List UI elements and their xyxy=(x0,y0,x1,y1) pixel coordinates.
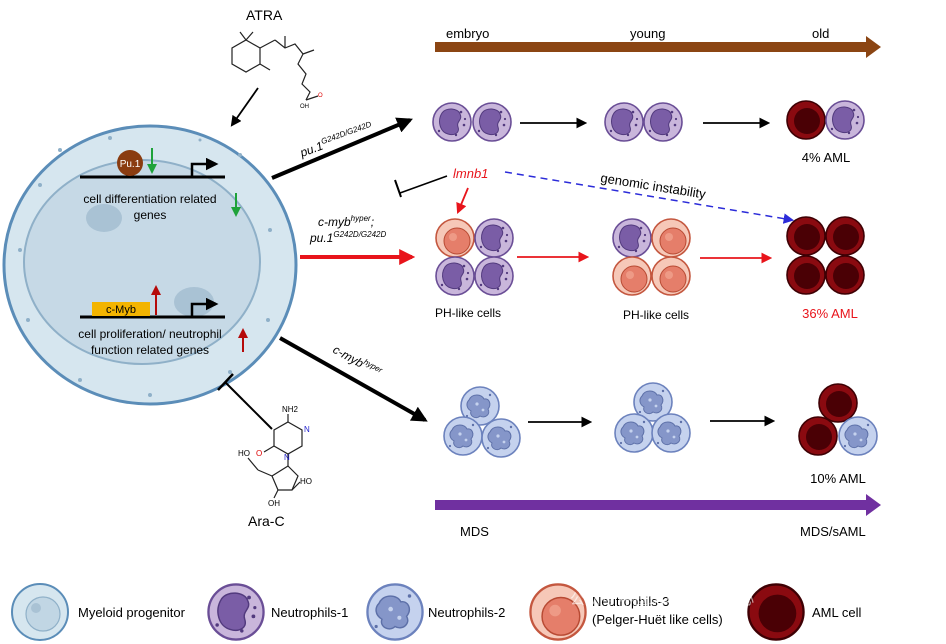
pu1-pathway-arrow xyxy=(271,117,413,180)
neutrophil-2-cell xyxy=(651,413,691,453)
arac-ho2-label: HO xyxy=(300,477,312,486)
promoter-arrow-icon xyxy=(190,157,219,177)
progenitor-cell xyxy=(2,124,298,406)
neutrophil-2-cell xyxy=(443,416,483,456)
neutrophil-1-cell xyxy=(432,102,472,142)
aml-cell xyxy=(825,255,865,295)
diff-genes-line2: genes xyxy=(134,208,167,222)
cmyb-pathway-label: c-mybhyper xyxy=(331,342,385,381)
arac-ho1-label: HO xyxy=(238,449,250,458)
myeloid-progenitor-icon xyxy=(11,583,69,641)
neutrophil-2-cell xyxy=(481,418,521,458)
aml-36-label: 36% AML xyxy=(802,306,858,321)
atra-label: ATRA xyxy=(246,7,283,23)
promoter-arrow-icon xyxy=(190,297,219,317)
aml-cell xyxy=(786,216,826,256)
atra-arrow xyxy=(230,87,259,127)
diff-genes-line1: cell differentiation related xyxy=(83,192,216,206)
cmyb-label: c-Myb xyxy=(106,304,136,316)
atra-oh-label: OH xyxy=(300,104,309,110)
cmyb-box xyxy=(92,302,150,316)
pu1-protein xyxy=(117,150,143,176)
timeline-stage-embryo: embryo xyxy=(446,26,489,41)
arac-oh-label: OH xyxy=(268,499,280,508)
aml-cell xyxy=(818,383,858,423)
arac-nh2-label: NH2 xyxy=(282,405,299,414)
aml-4-label: 4% AML xyxy=(802,150,850,165)
neutrophil-1-cell xyxy=(474,218,514,258)
legend-label-myeloid-progenitor: Myeloid progenitor xyxy=(78,605,186,620)
aml-cell xyxy=(786,255,826,295)
aml-cell xyxy=(786,100,826,140)
aml-cell xyxy=(825,216,865,256)
ph-cells-label-2: PH-like cells xyxy=(623,308,689,322)
arac-inhibition-bar xyxy=(217,373,234,391)
mds-saml-label: MDS/sAML xyxy=(800,524,866,539)
mds-progression-bar xyxy=(435,494,881,516)
watermark: 公众号 中国斑马鱼信息中心 xyxy=(570,590,754,608)
neutrophil-1-cell xyxy=(643,102,683,142)
timeline-stage-old: old xyxy=(812,26,829,41)
lmnb1-inhibition-bar xyxy=(394,179,402,198)
neutrophil-2-cell xyxy=(614,413,654,453)
prolif-genes-line1: cell proliferation/ neutrophil xyxy=(78,327,221,341)
lmnb1-arrow xyxy=(456,187,469,214)
neutrophil-1-cell xyxy=(474,256,514,296)
mds-label: MDS xyxy=(460,524,489,539)
arac-inhibition-line xyxy=(224,381,244,401)
neutrophil-3-cell xyxy=(612,256,652,296)
legend-label-neutrophils-3: Neutrophils-3 xyxy=(592,594,669,609)
neutrophil-3-cell xyxy=(651,256,691,296)
aml-cell-icon xyxy=(747,583,805,641)
prolif-genes-line2: function related genes xyxy=(91,343,209,357)
lmnb1-label: lmnb1 xyxy=(453,166,488,181)
neutrophil-3-cell xyxy=(651,218,691,258)
ph-cells-label-1: PH-like cells xyxy=(435,306,501,320)
legend-label-neutrophils-3-sub: (Pelger-Huët like cells) xyxy=(592,612,723,627)
pu1-label: Pu.1 xyxy=(120,159,141,170)
neutrophil-3-cell xyxy=(435,218,475,258)
neutrophil-1-cell xyxy=(604,102,644,142)
legend-label-aml-cell: AML cell xyxy=(812,605,861,620)
legend: Myeloid progenitor Neutrophils-1 Neutrop… xyxy=(11,583,861,641)
neutrophil-1-cell xyxy=(435,256,475,296)
neutrophil-2-icon xyxy=(366,583,424,641)
legend-label-neutrophils-1: Neutrophils-1 xyxy=(271,605,348,620)
neutrophil-1-icon xyxy=(207,583,265,641)
timeline-stage-young: young xyxy=(630,26,665,41)
cmyb-pathway-arrow xyxy=(279,336,428,422)
genomic-instability-arrow xyxy=(504,171,795,224)
legend-label-neutrophils-2: Neutrophils-2 xyxy=(428,605,505,620)
arac-n2-label: N xyxy=(284,453,290,462)
aml-cell xyxy=(798,416,838,456)
atra-o-label: O xyxy=(318,93,323,99)
neutrophil-1-cell xyxy=(612,218,652,258)
neutrophil-1-cell xyxy=(472,102,512,142)
aml-10-label: 10% AML xyxy=(810,471,866,486)
neutrophil-1-cell xyxy=(825,100,865,140)
atra-structure xyxy=(231,31,319,101)
cmyb-pu1-label-line1: c-mybhyper; xyxy=(318,214,374,229)
lmnb1-inhibition-line xyxy=(399,175,448,194)
timeline-bar xyxy=(435,36,881,58)
arac-label: Ara-C xyxy=(248,513,285,529)
arac-structure xyxy=(247,414,303,499)
neutrophil-2-cell xyxy=(838,416,878,456)
cmyb-pu1-label-line2: pu.1G242D/G242D xyxy=(309,230,387,245)
arac-n1-label: N xyxy=(304,425,310,434)
arac-o-label: O xyxy=(256,449,262,458)
